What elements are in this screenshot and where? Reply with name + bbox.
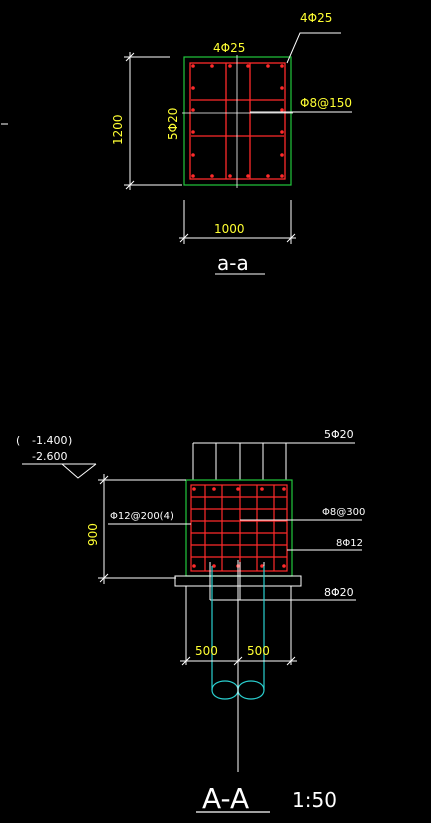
section-A-dim-left-value: 500 (195, 644, 218, 658)
section-A-label-stirrup: Φ8@300 (322, 507, 365, 518)
section-A-pile-bars (185, 562, 356, 665)
elev-2-value: -2.600 (32, 450, 67, 463)
section-A-title: A-A (202, 782, 249, 815)
section-A-dim-height (98, 474, 186, 584)
section-A-bar-dots (192, 487, 286, 568)
elev-paren-open: ( (16, 434, 20, 447)
section-A-top-bars (192, 442, 355, 480)
section-a-label-stirrup: Φ8@150 (300, 96, 352, 110)
elev-triangle (61, 463, 97, 479)
section-A-scale: 1:50 (292, 788, 337, 812)
section-a-label-leader-bars: 4Φ25 (300, 11, 332, 25)
section-a-label-side-bars: 5Φ20 (166, 108, 180, 140)
section-A-dim-height-value: 900 (86, 523, 100, 546)
section-A-label-side: 8Φ12 (336, 538, 363, 549)
section-a-a: 4Φ25 4Φ25 5Φ20 Φ8@150 1200 1000 a-a (111, 11, 352, 275)
section-a-rebar-cage (189, 62, 286, 180)
section-A-dim-bottom (180, 560, 297, 772)
section-a-label-top-bars: 4Φ25 (213, 41, 245, 55)
section-a-dim-height (124, 52, 182, 190)
section-a-dim-width (179, 200, 296, 244)
section-A-label-bottom: 8Φ20 (324, 586, 354, 599)
section-A-rebar-cage (190, 484, 288, 572)
elev-paren-close: ) (68, 434, 72, 447)
section-a-dim-height-value: 1200 (111, 114, 125, 145)
section-a-outline (183, 56, 292, 186)
section-A-label-left: Φ12@200(4) (110, 511, 174, 522)
section-A-label-top-right: 5Φ20 (324, 428, 354, 441)
section-a-bar-dots (191, 64, 284, 178)
section-A-A: ( -1.400 ) -2.600 5Φ20 (16, 428, 365, 815)
elev-1-value: -1.400 (32, 434, 67, 447)
section-a-title: a-a (217, 251, 249, 275)
section-A-dim-right-value: 500 (247, 644, 270, 658)
section-a-leader-top (286, 32, 341, 64)
section-a-dim-width-value: 1000 (214, 222, 245, 236)
